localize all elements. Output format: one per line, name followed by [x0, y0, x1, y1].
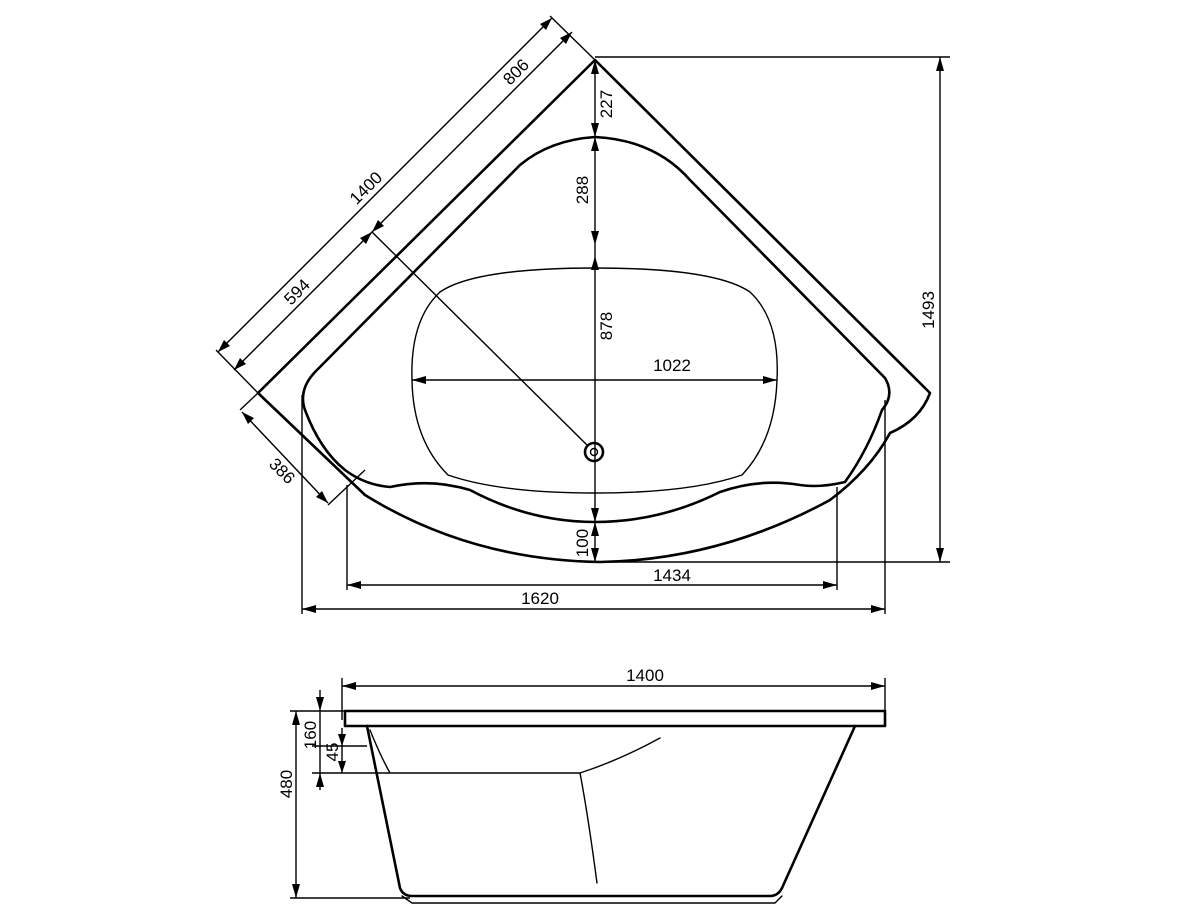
label-45: 45 — [323, 743, 342, 762]
ext-line — [239, 392, 259, 411]
arrowhead — [591, 548, 599, 562]
label-386: 386 — [265, 454, 298, 487]
side-rim — [343, 709, 887, 728]
arrowhead — [242, 412, 254, 424]
side-inner-line — [579, 772, 598, 884]
label-1493: 1493 — [919, 291, 938, 329]
arrowhead — [234, 358, 246, 370]
ext-line — [215, 349, 259, 394]
arrowhead — [591, 256, 599, 270]
label-594: 594 — [280, 275, 313, 308]
top-view: 806 1400 594 386 227 288 878 1022 100 14… — [215, 15, 950, 614]
arrowhead — [560, 32, 572, 44]
side-view: 1400 160 45 480 — [277, 666, 887, 904]
arrowhead — [591, 60, 599, 74]
arrowhead — [302, 605, 316, 613]
label-227: 227 — [597, 90, 616, 118]
dim-line-386-diag — [241, 411, 329, 504]
arrowhead — [591, 522, 599, 536]
arrowhead — [591, 137, 599, 151]
arrowhead — [338, 761, 346, 773]
arrowhead — [372, 220, 384, 232]
arrowhead — [540, 18, 552, 30]
top-outer-rim — [256, 58, 932, 564]
arrowhead — [316, 491, 328, 503]
label-1620: 1620 — [521, 589, 559, 608]
arrowhead — [871, 682, 885, 690]
side-seat-line — [369, 729, 661, 774]
side-base — [401, 895, 783, 904]
arrowhead — [763, 376, 777, 384]
arrowhead — [360, 232, 372, 244]
arrowhead — [412, 376, 426, 384]
side-body — [365, 724, 857, 898]
label-878: 878 — [597, 312, 616, 340]
arrowhead — [823, 581, 837, 589]
arrowhead — [871, 605, 885, 613]
arrowhead — [347, 581, 361, 589]
label-1400-diag: 1400 — [346, 168, 386, 208]
label-160: 160 — [301, 721, 320, 749]
arrowhead — [936, 57, 944, 71]
arrowhead — [936, 548, 944, 562]
label-480: 480 — [277, 770, 296, 798]
dim-line-806-594-diag — [233, 31, 573, 371]
label-806: 806 — [499, 55, 532, 88]
label-1400-length: 1400 — [626, 666, 664, 685]
arrowhead — [342, 682, 356, 690]
ext-line — [549, 15, 596, 61]
drain-outer — [583, 441, 605, 463]
arrowhead — [292, 884, 300, 898]
arrowhead — [338, 734, 346, 746]
arrowhead — [218, 340, 230, 352]
arrowhead — [591, 231, 599, 245]
arrowhead — [316, 773, 324, 787]
arrowhead — [316, 697, 324, 711]
arrowhead — [591, 508, 599, 522]
label-1434: 1434 — [653, 566, 691, 585]
arrowhead — [292, 711, 300, 725]
label-1022: 1022 — [653, 356, 691, 375]
drain-inner — [589, 447, 599, 457]
label-100: 100 — [573, 529, 592, 557]
label-288: 288 — [573, 176, 592, 204]
dim-line-1400-diag — [217, 17, 553, 353]
drain-leader-line — [371, 231, 589, 447]
arrowhead — [591, 123, 599, 137]
